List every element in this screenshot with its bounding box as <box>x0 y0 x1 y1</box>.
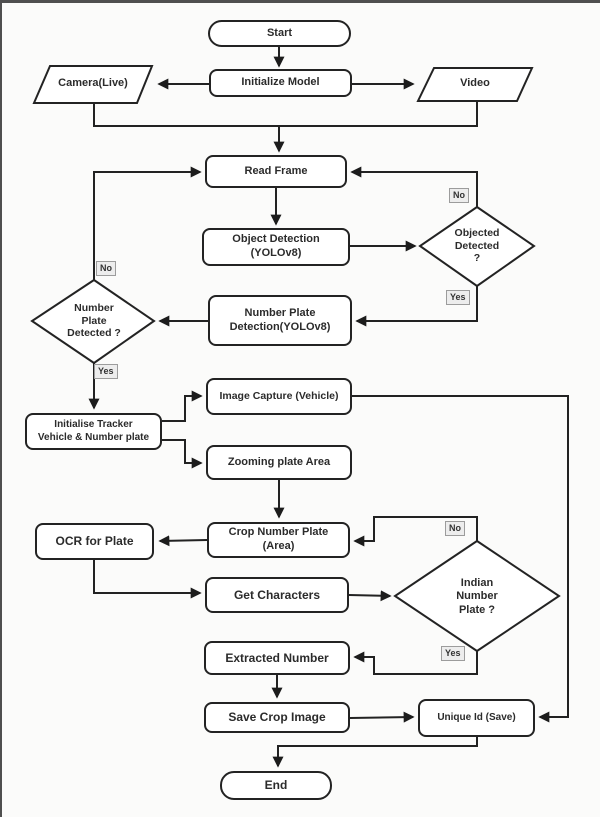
node-ocr-for-plate: OCR for Plate <box>35 523 154 560</box>
edge-imagecapture-uniqueid <box>352 395 569 723</box>
flow-connectors-svg <box>30 47 569 768</box>
node-initialize-model: Initialize Model <box>209 69 352 97</box>
node-extracted-number: Extracted Number <box>204 641 350 675</box>
objected-detected-diamond <box>418 205 536 288</box>
node-number-plate-detection: Number Plate Detection(YOLOv8) <box>208 295 352 346</box>
camera-parallelogram <box>32 65 154 104</box>
edge-savecrop-uniqueid <box>349 711 415 723</box>
node-object-detection: Object Detection (YOLOv8) <box>202 228 350 266</box>
node-camera-live: Camera(Live) <box>58 77 128 90</box>
branch-label-plate-no: No <box>96 261 116 276</box>
edge-crop-ocr <box>158 535 208 547</box>
node-objected-detected-decision: Objected Detected ? <box>454 227 500 265</box>
edge-camera-video-collector <box>93 101 478 127</box>
node-end: End <box>220 771 332 800</box>
edge-tracker-imagecapture <box>162 390 203 422</box>
branch-label-plate-yes: Yes <box>94 364 118 379</box>
branch-label-objected-no: No <box>449 188 469 203</box>
indian-number-plate-diamond <box>393 539 561 653</box>
edge-uniqueid-end <box>272 737 478 768</box>
node-crop-number-plate: Crop Number Plate (Area) <box>207 522 350 558</box>
node-save-crop-image: Save Crop Image <box>204 702 350 733</box>
video-parallelogram <box>416 67 534 102</box>
node-indian-number-plate-decision: Indian Number Plate ? <box>456 577 498 616</box>
edge-objected-no-readframe <box>350 166 478 207</box>
edge-objected-yes-platedetection <box>355 286 478 327</box>
edge-tracker-zooming <box>162 439 203 469</box>
branch-label-indian-no: No <box>445 521 465 536</box>
branch-label-indian-yes: Yes <box>441 646 465 661</box>
edge-indian-yes-extracted <box>353 651 478 675</box>
node-get-characters: Get Characters <box>205 577 349 613</box>
node-initialise-tracker: Initialise Tracker Vehicle & Number plat… <box>25 413 162 450</box>
node-number-plate-detected-decision: Number Plate Detected ? <box>67 302 121 340</box>
edge-indian-no-crop <box>353 516 478 547</box>
node-image-capture: Image Capture (Vehicle) <box>206 378 352 415</box>
branch-label-objected-yes: Yes <box>446 290 470 305</box>
node-start: Start <box>208 20 351 47</box>
edge-getcharacters-indian <box>348 590 392 602</box>
node-zooming-plate-area: Zooming plate Area <box>206 445 352 480</box>
number-plate-detected-diamond <box>30 278 156 365</box>
node-read-frame: Read Frame <box>205 155 347 188</box>
edge-ocr-getcharacters <box>93 560 202 599</box>
node-video: Video <box>460 77 490 90</box>
edge-plate-no-readframe <box>93 166 202 280</box>
node-unique-id-save: Unique Id (Save) <box>418 699 535 737</box>
